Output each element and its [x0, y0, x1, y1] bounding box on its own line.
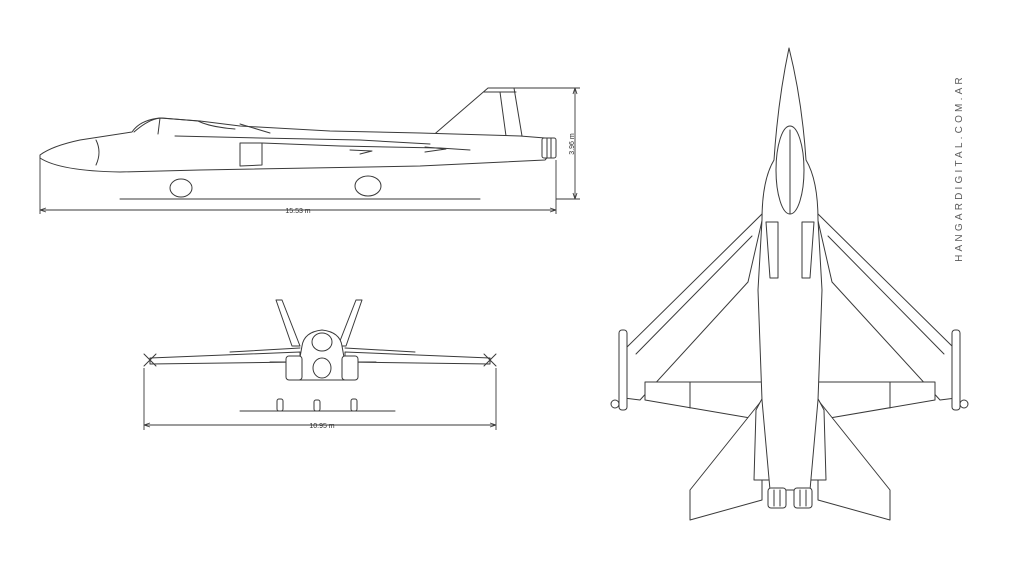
side-view [39, 87, 557, 200]
span-dimension: 10.95 m [143, 368, 497, 430]
height-dimension: 3.96 m [514, 87, 580, 200]
front-view [143, 299, 497, 412]
length-dimension: 15.53 m [39, 158, 557, 215]
watermark-text: HANGARDIGITAL.COM.AR [954, 74, 965, 262]
top-view [610, 47, 969, 521]
height-label: 3.96 m [569, 133, 576, 155]
length-label: 15.53 m [285, 208, 310, 215]
span-label: 10.95 m [309, 423, 334, 430]
